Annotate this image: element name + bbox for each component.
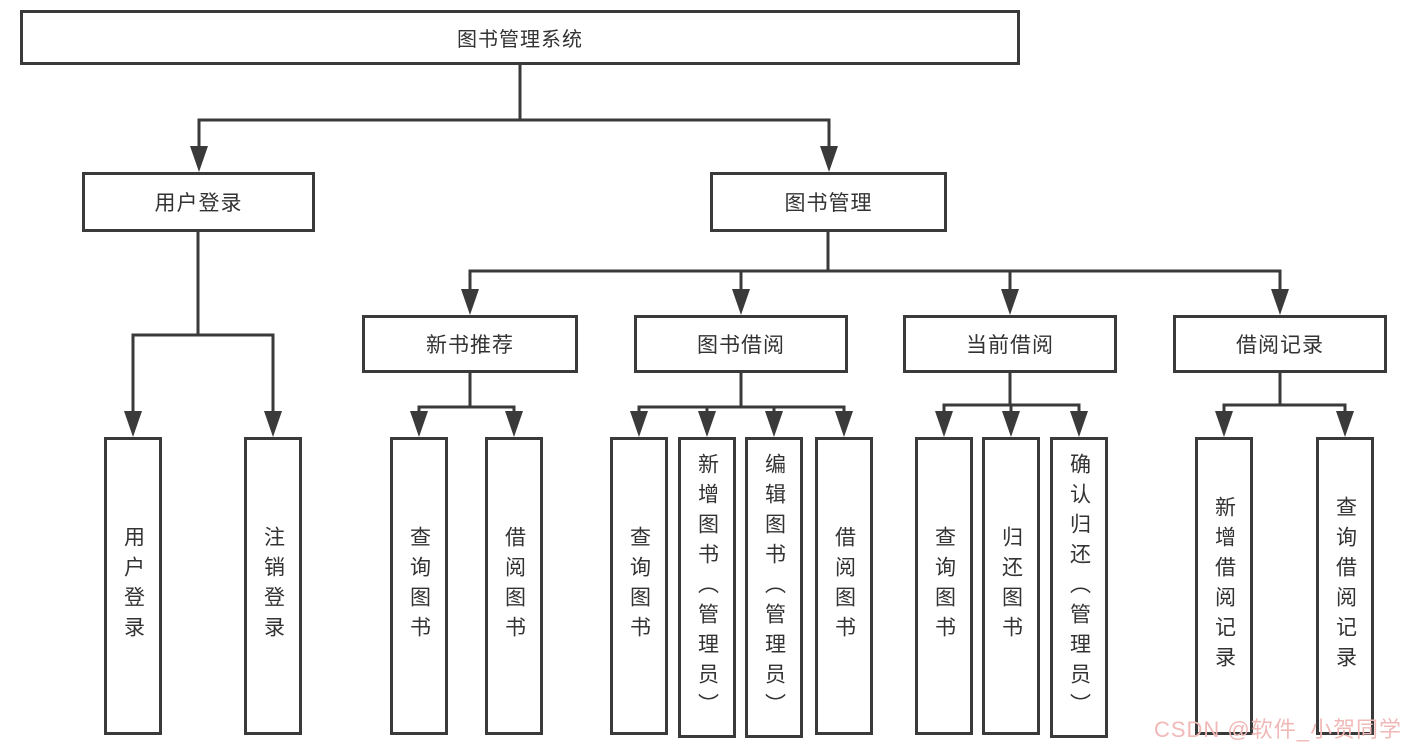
node-user-login: 用户登录 xyxy=(82,172,315,232)
node-book-management: 图书管理 xyxy=(710,172,947,232)
node-leaf-return-books: 归还图书 xyxy=(982,437,1040,735)
arrow-down-icon xyxy=(1215,411,1233,437)
node-leaf-query-borrow-record: 查询借阅记录 xyxy=(1316,437,1374,735)
arrow-down-icon xyxy=(630,411,648,437)
node-leaf-user-login: 用户登录 xyxy=(104,437,162,735)
arrow-down-icon xyxy=(1336,411,1354,437)
connector-line xyxy=(468,230,1282,295)
connector-line xyxy=(197,63,831,152)
node-current-borrow: 当前借阅 xyxy=(903,315,1117,373)
node-leaf-borrow-books-2: 借阅图书 xyxy=(815,437,873,735)
arrow-down-icon xyxy=(1001,289,1019,315)
node-new-book-recommend: 新书推荐 xyxy=(362,315,578,373)
arrow-down-icon xyxy=(698,411,716,437)
node-leaf-edit-books-admin: 编辑图书（管理员） xyxy=(745,437,803,738)
arrow-down-icon xyxy=(461,289,479,315)
node-leaf-add-books-admin: 新增图书（管理员） xyxy=(678,437,736,738)
node-book-borrow: 图书借阅 xyxy=(634,315,848,373)
arrow-down-icon xyxy=(732,289,750,315)
arrow-down-icon xyxy=(124,411,142,437)
arrow-down-icon xyxy=(1070,411,1088,437)
arrow-down-icon xyxy=(820,146,838,172)
arrow-down-icon xyxy=(935,411,953,437)
connector-line xyxy=(637,371,846,417)
arrow-down-icon xyxy=(190,146,208,172)
arrow-down-icon xyxy=(1002,411,1020,437)
node-borrow-records: 借阅记录 xyxy=(1173,315,1387,373)
arrow-down-icon xyxy=(505,411,523,437)
arrow-down-icon xyxy=(264,411,282,437)
arrow-down-icon xyxy=(765,411,783,437)
node-leaf-logout: 注销登录 xyxy=(244,437,302,735)
node-leaf-query-books-2: 查询图书 xyxy=(610,437,668,735)
node-leaf-query-books-1: 查询图书 xyxy=(390,437,448,735)
connector-line xyxy=(1222,371,1347,417)
csdn-watermark: CSDN @软件_小贺同学 xyxy=(1153,717,1402,742)
arrow-down-icon xyxy=(410,411,428,437)
connector-line xyxy=(942,371,1081,417)
arrow-down-icon xyxy=(835,411,853,437)
arrow-down-icon xyxy=(1271,289,1289,315)
node-leaf-query-books-3: 查询图书 xyxy=(915,437,973,735)
node-leaf-add-borrow-record: 新增借阅记录 xyxy=(1195,437,1253,735)
connector-line xyxy=(131,230,275,417)
node-library-system: 图书管理系统 xyxy=(20,10,1020,65)
node-leaf-borrow-books-1: 借阅图书 xyxy=(485,437,543,735)
connector-line xyxy=(417,371,516,417)
node-leaf-confirm-return-admin: 确认归还（管理员） xyxy=(1050,437,1108,738)
